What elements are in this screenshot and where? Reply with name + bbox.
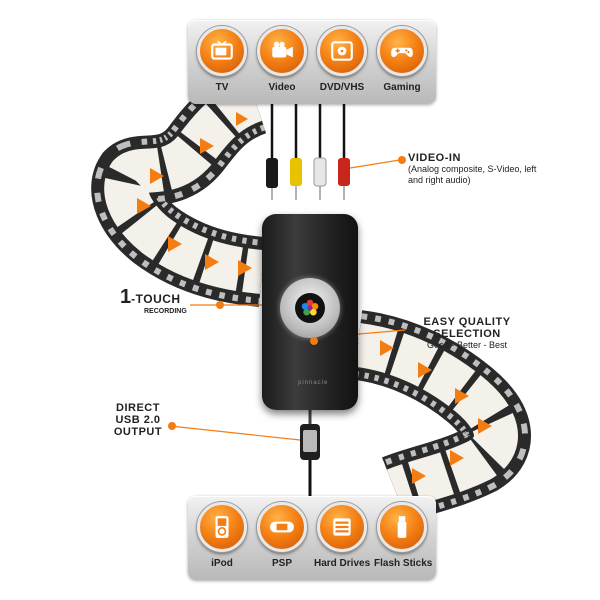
source-gaming: Gaming	[374, 20, 430, 93]
input-sources-panel: TV Video DVD/VHS Gaming	[188, 20, 436, 104]
capture-device: pinnacle	[262, 214, 358, 410]
usb-line-1: DIRECT	[116, 402, 160, 414]
source-label: Gaming	[383, 82, 421, 93]
source-dvd-vhs: DVD/VHS	[314, 20, 370, 93]
hard-drive-icon	[317, 502, 367, 552]
usb-line-3: OUTPUT	[113, 426, 163, 438]
output-flash-sticks: Flash Sticks	[374, 496, 433, 569]
quality-title-line-2: SELECTION	[433, 328, 501, 340]
flower-logo-icon	[295, 293, 325, 323]
output-label: Flash Sticks	[374, 558, 433, 569]
output-label: iPod	[211, 558, 233, 569]
source-video: Video	[254, 20, 310, 93]
video-in-title: VIDEO-IN	[408, 152, 461, 164]
video-in-description: (Analog composite, S-Video, left and rig…	[408, 164, 537, 185]
output-hard-drives: Hard Drives	[314, 496, 370, 569]
usb-line-2: USB 2.0	[115, 414, 161, 426]
usb-marker	[168, 422, 176, 430]
video-in-marker	[398, 156, 406, 164]
quality-marker	[310, 337, 318, 345]
source-label: DVD/VHS	[319, 82, 365, 93]
source-label: Video	[268, 82, 296, 93]
flash-stick-icon	[377, 502, 427, 552]
one-touch-subtitle: RECORDING	[144, 308, 187, 315]
one-touch-callout: 1-TOUCH RECORDING	[120, 286, 216, 317]
output-ipod: iPod	[194, 496, 250, 569]
dvd-player-icon	[317, 26, 367, 76]
output-label: PSP	[271, 558, 292, 569]
video-in-callout: VIDEO-IN (Analog composite, S-Video, lef…	[408, 152, 598, 186]
one-touch-title: -TOUCH	[131, 292, 181, 306]
record-button	[280, 278, 340, 338]
camcorder-icon	[257, 26, 307, 76]
usb-callout: DIRECT USB 2.0 OUTPUT	[108, 402, 168, 438]
device-brand: pinnacle	[298, 380, 329, 386]
quality-title-line-1: EASY QUALITY	[423, 316, 511, 328]
quality-subtitle: Good - Better - Best	[426, 340, 508, 350]
output-label: Hard Drives	[314, 558, 371, 569]
quality-callout: EASY QUALITY SELECTION Good - Better - B…	[402, 316, 532, 351]
source-label: TV	[215, 82, 229, 93]
psp-icon	[257, 502, 307, 552]
output-devices-panel: iPod PSP Hard Drives Flash Sticks	[188, 496, 436, 580]
output-psp: PSP	[254, 496, 310, 569]
gamepad-icon	[377, 26, 427, 76]
one-touch-marker	[216, 301, 224, 309]
tv-icon	[197, 26, 247, 76]
source-tv: TV	[194, 20, 250, 93]
one-touch-number: 1	[120, 286, 132, 308]
ipod-icon	[197, 502, 247, 552]
